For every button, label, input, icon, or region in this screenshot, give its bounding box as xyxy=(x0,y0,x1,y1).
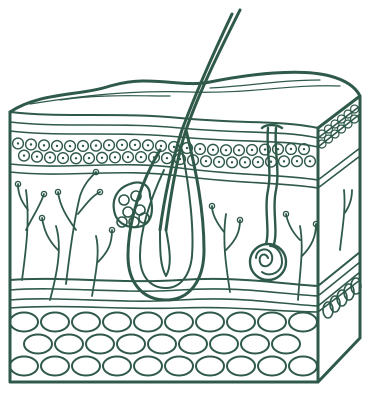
cell-nucleus xyxy=(270,161,272,163)
cell-nucleus xyxy=(82,145,84,147)
fat-cell xyxy=(72,357,100,376)
cell-nucleus xyxy=(290,148,292,150)
cell-nucleus xyxy=(238,149,240,151)
fat-cell xyxy=(24,335,52,354)
fat-cell xyxy=(241,335,269,354)
vessel-branch xyxy=(286,214,316,300)
fat-cell xyxy=(210,335,238,354)
cell-nucleus xyxy=(212,149,214,151)
fat-cell xyxy=(41,313,69,332)
sebaceous-lobule xyxy=(123,207,133,217)
cell-nucleus xyxy=(251,149,253,151)
fat-cell xyxy=(258,357,286,376)
fat-cell xyxy=(165,357,193,376)
cell-nucleus xyxy=(199,148,201,150)
cell-nucleus xyxy=(62,157,64,159)
cell-nucleus xyxy=(244,161,246,163)
cell-nucleus xyxy=(283,160,285,162)
fat-cell xyxy=(196,357,224,376)
dermis-layer xyxy=(10,252,360,312)
fat-cell xyxy=(196,313,224,332)
cell-nucleus xyxy=(303,148,305,150)
cell-nucleus xyxy=(160,145,162,147)
fat-cell xyxy=(103,357,131,376)
cell-nucleus xyxy=(17,142,19,144)
cell-nucleus xyxy=(173,146,175,148)
vessel-branch xyxy=(92,230,112,296)
fat-cell xyxy=(289,313,317,332)
fat-cell xyxy=(55,335,83,354)
vessel-branch xyxy=(340,190,352,250)
cell-nucleus xyxy=(264,148,266,150)
fat-cell xyxy=(72,313,100,332)
sweat-gland xyxy=(250,125,286,280)
fat-cell xyxy=(134,357,162,376)
cell-nucleus xyxy=(147,144,149,146)
cell-nucleus xyxy=(296,160,298,162)
cell-nucleus xyxy=(127,156,129,158)
fat-cell xyxy=(86,335,114,354)
cell-nucleus xyxy=(108,144,110,146)
cell-nucleus xyxy=(49,156,51,158)
cell-nucleus xyxy=(225,149,227,151)
sebaceous-lobule xyxy=(117,217,127,227)
fat-cell xyxy=(148,335,176,354)
cell-nucleus xyxy=(218,161,220,163)
fat-cell xyxy=(134,313,162,332)
cell-nucleus xyxy=(43,144,45,146)
cell-nucleus xyxy=(309,160,311,162)
vessel-branch xyxy=(58,172,100,284)
fat-cell xyxy=(289,357,317,376)
cell-nucleus xyxy=(134,144,136,146)
vessel-branch xyxy=(42,218,59,300)
fat-cell xyxy=(117,335,145,354)
fat-cell xyxy=(10,313,38,332)
fat-cell xyxy=(258,313,286,332)
vessel-branch xyxy=(18,184,44,280)
cell-nucleus xyxy=(231,161,233,163)
cell-nucleus xyxy=(69,145,71,147)
subcutaneous-fat-cells xyxy=(10,278,361,376)
cell-nucleus xyxy=(257,161,259,163)
cell-nucleus xyxy=(88,157,90,159)
fat-cell xyxy=(227,357,255,376)
sebaceous-lobule xyxy=(119,195,129,205)
cell-nucleus xyxy=(101,157,103,159)
cell-nucleus xyxy=(30,143,32,145)
cell-nucleus xyxy=(166,157,168,159)
cell-nucleus xyxy=(36,155,38,157)
cell-nucleus xyxy=(95,144,97,146)
cell-nucleus xyxy=(186,147,188,149)
cell-nucleus xyxy=(140,156,142,158)
cell-nucleus xyxy=(23,154,25,156)
cell-nucleus xyxy=(121,144,123,146)
cell-nucleus xyxy=(205,160,207,162)
fat-cell xyxy=(10,357,38,376)
fat-cell xyxy=(103,313,131,332)
fat-cell xyxy=(227,313,255,332)
fat-cell xyxy=(272,335,300,354)
cell-nucleus xyxy=(56,145,58,147)
fat-cell xyxy=(41,357,69,376)
cell-nucleus xyxy=(75,157,77,159)
cell-nucleus xyxy=(114,156,116,158)
fat-cell xyxy=(179,335,207,354)
fat-cell xyxy=(165,313,193,332)
